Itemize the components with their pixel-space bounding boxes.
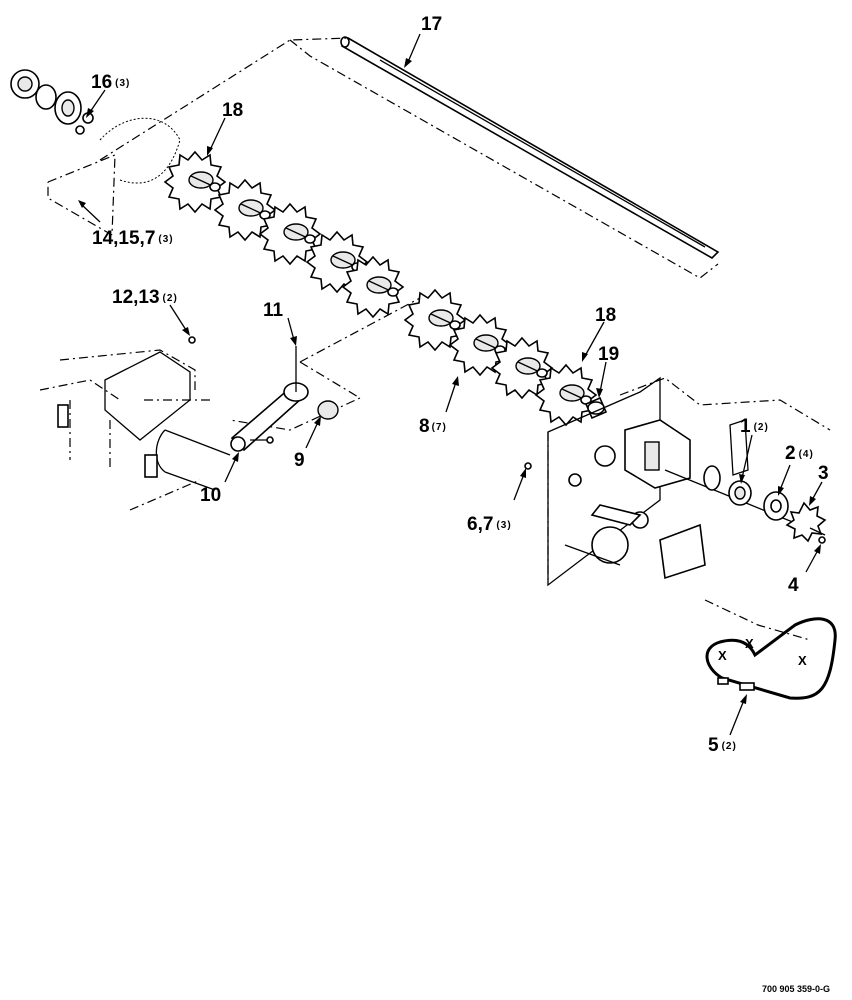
callout-2: 2(4) (785, 443, 814, 464)
drawing-number: 700 905 359-0-G (762, 984, 830, 994)
callout-14-15-7: 14,15,7(3) (92, 228, 174, 249)
sprocket-row (164, 151, 597, 426)
arm-assembly-parts-9-10-11 (230, 346, 339, 452)
svg-text:X: X (718, 648, 727, 663)
bearing-assembly-part-16 (10, 69, 181, 184)
right-frame (547, 376, 831, 587)
svg-text:X: X (798, 653, 807, 668)
callout-10: 10 (200, 485, 221, 506)
chain-part-5: X X X (705, 617, 837, 700)
callout-5: 5(2) (708, 735, 737, 756)
shaft-parts-1-2-3-4 (703, 465, 827, 544)
callout-18-bottom: 18 (595, 305, 616, 326)
callout-4: 4 (788, 575, 799, 596)
rod-part-17 (340, 36, 720, 259)
callout-17: 17 (421, 14, 442, 35)
callout-1: 1(2) (740, 416, 769, 437)
left-frame (39, 336, 231, 511)
svg-text:X: X (745, 636, 754, 651)
callout-8: 8(7) (419, 416, 447, 437)
callout-19: 19 (598, 344, 619, 365)
callout-3: 3 (818, 463, 829, 484)
sprocket-1 (164, 151, 226, 213)
callout-11: 11 (263, 300, 284, 321)
callout-labels: 17 16(3) 18 14,15,7(3) 12,13(2) 11 18 19… (91, 14, 829, 756)
callout-6-7: 6,7(3) (467, 514, 512, 535)
callout-18-top: 18 (222, 100, 243, 121)
callout-9: 9 (294, 450, 305, 471)
callout-12-13: 12,13(2) (112, 287, 178, 308)
callout-16: 16(3) (91, 72, 130, 93)
leader-arrows (78, 33, 823, 736)
